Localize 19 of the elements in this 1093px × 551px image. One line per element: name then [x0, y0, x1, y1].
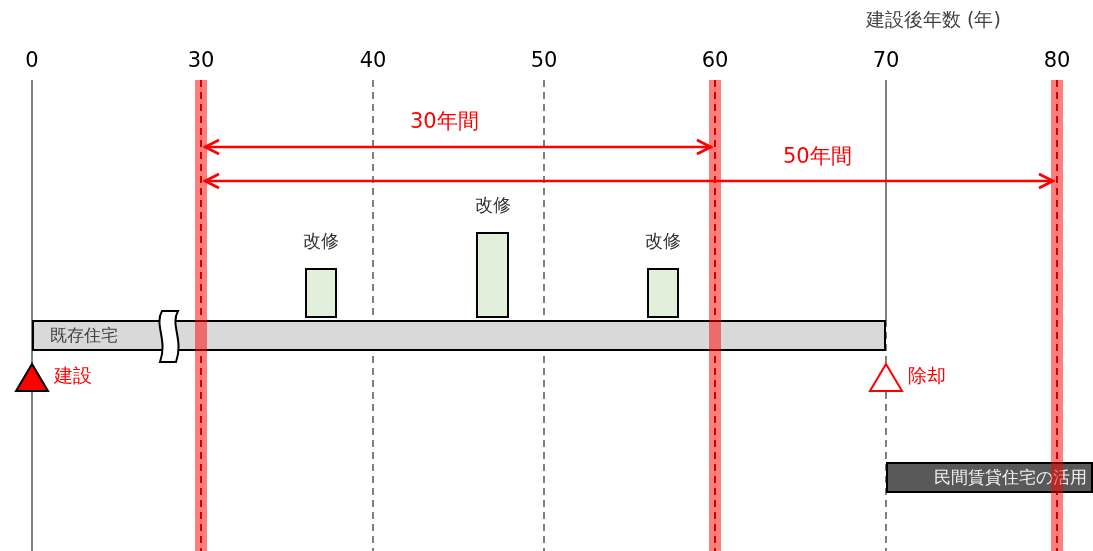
- existing-housing-bar: 既存住宅: [32, 320, 886, 351]
- tick-label: 0: [24, 50, 40, 71]
- event-label: 除却: [908, 366, 946, 385]
- tick-label: 80: [1042, 50, 1072, 71]
- rental-housing-bar: 民間賃貸住宅の活用: [886, 462, 1093, 493]
- tick-label: 40: [358, 50, 388, 71]
- dimension-label: 50年間: [783, 146, 852, 167]
- tick-label: 60: [700, 50, 730, 71]
- axis-title: 建設後年数 (年): [866, 10, 1001, 29]
- tick-label: 50: [529, 50, 559, 71]
- renovation-label: 改修: [645, 229, 681, 253]
- triangle-marker: [14, 362, 50, 393]
- tick-label: 30: [186, 50, 216, 71]
- dimension-label: 30年間: [410, 111, 479, 132]
- renovation-label: 改修: [303, 229, 339, 253]
- event-label: 建設: [54, 366, 92, 385]
- renovation-label: 改修: [474, 193, 511, 217]
- triangle-marker: [868, 362, 904, 393]
- tick-label: 70: [871, 50, 901, 71]
